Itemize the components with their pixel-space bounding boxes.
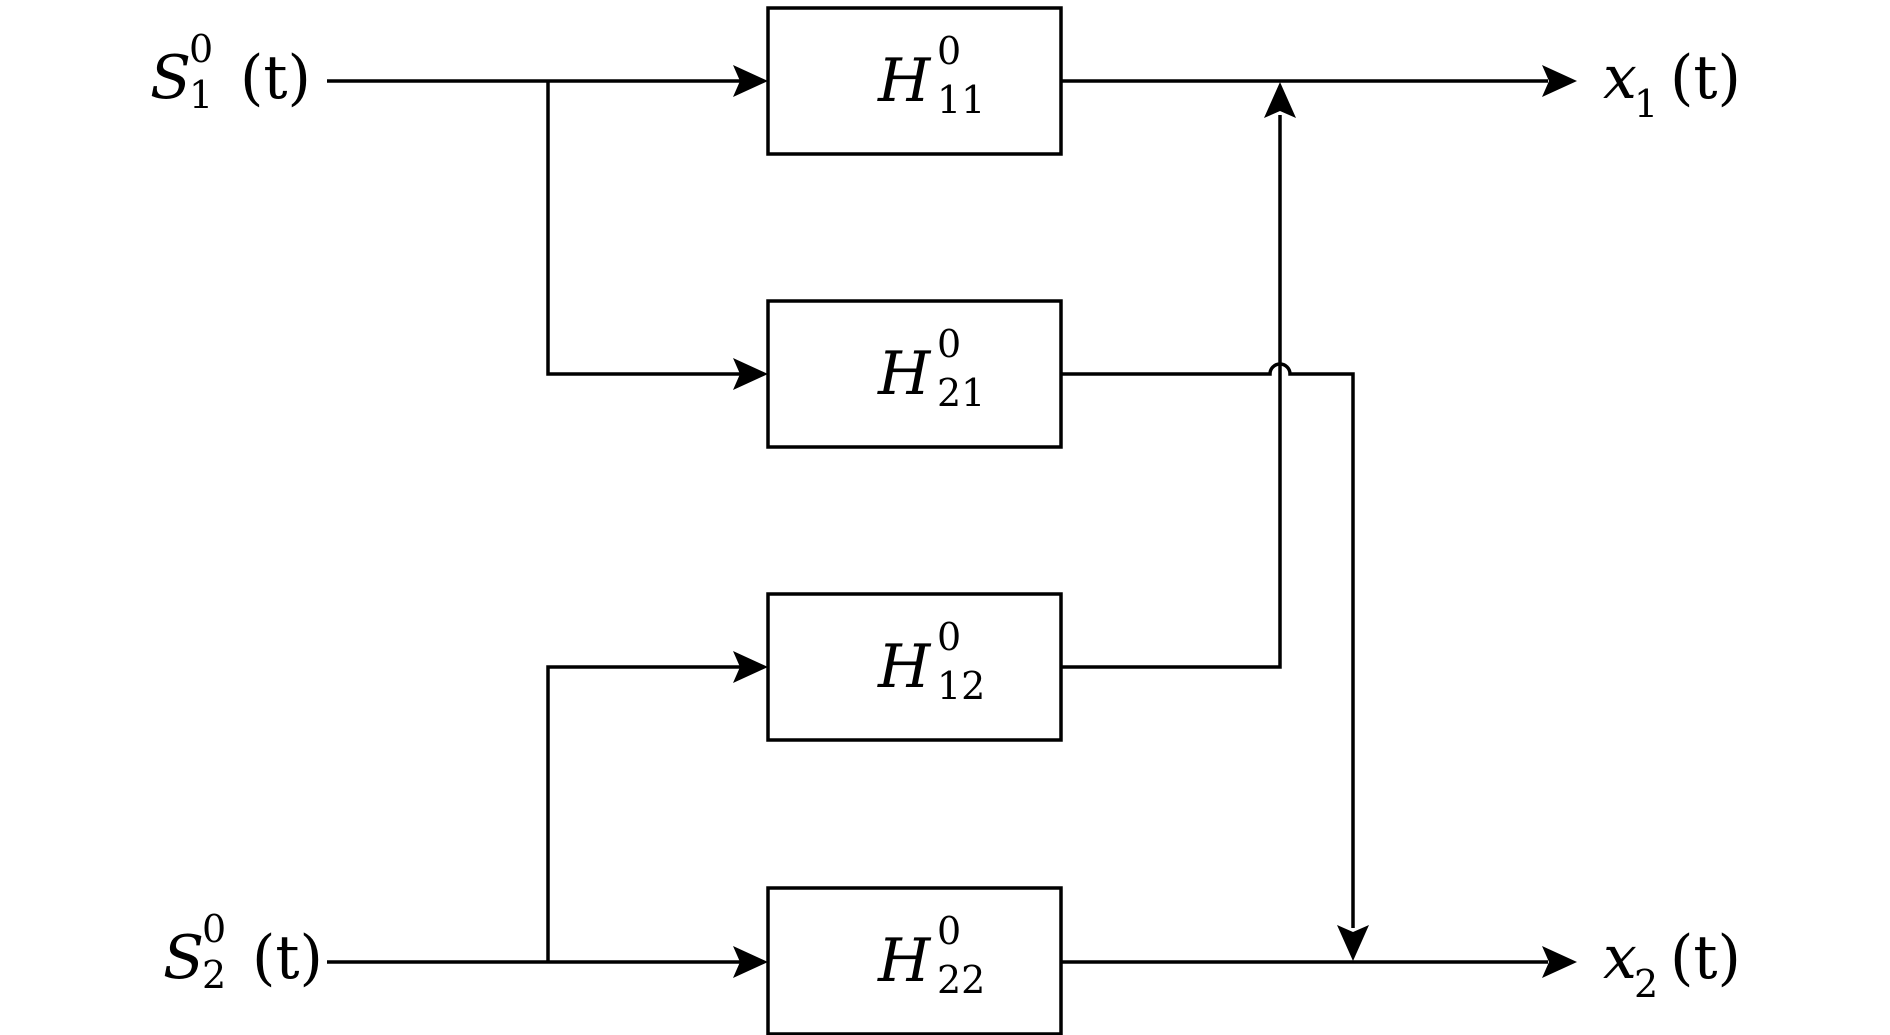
x2-subscript: 2 [1634,962,1658,1006]
x1-argument: (t) [1670,43,1741,113]
h11-subscript: 11 [937,78,985,122]
h21-superscript: 0 [937,322,961,366]
h12-subscript: 12 [937,664,985,708]
h11-symbol: H [877,46,932,116]
arrow-into-h22 [733,946,768,978]
arrow-out-x2 [1542,946,1577,978]
h22-symbol: H [877,926,932,996]
h22-superscript: 0 [937,909,961,953]
wire-s2-to-h12 [546,665,740,962]
s2-subscript: 2 [202,953,226,997]
h11-superscript: 0 [937,29,961,73]
arrow-down-junction-x2 [1337,925,1369,961]
arrow-into-h12 [733,651,768,683]
block-h11-frame [766,6,1063,156]
block-h21-frame [766,299,1063,449]
x1-subscript: 1 [1634,82,1658,126]
wire-h12-to-x1 [1061,115,1282,669]
x1-symbol: x [1603,43,1637,113]
block-h12: H 0 12 [766,592,1063,742]
s2-symbol: S [163,923,204,993]
s2-argument: (t) [252,923,323,993]
arrow-out-x1 [1542,65,1577,97]
s1-subscript: 1 [189,73,213,117]
h22-subscript: 22 [937,958,985,1002]
h12-superscript: 0 [937,615,961,659]
x2-argument: (t) [1670,923,1741,993]
block-h12-frame [766,592,1063,742]
input-label-s1: S 0 1 (t) [150,27,311,117]
arrow-into-h11 [733,65,768,97]
arrow-up-junction-x1 [1264,82,1296,118]
s1-argument: (t) [240,43,311,113]
block-h22-frame [766,886,1063,1035]
input-label-s2: S 0 2 (t) [163,907,323,997]
block-h21: H 0 21 [766,299,1063,449]
x2-symbol: x [1603,923,1637,993]
h12-symbol: H [877,632,932,702]
output-label-x1: x 1 (t) [1603,43,1741,126]
h21-symbol: H [877,339,932,409]
output-label-x2: x 2 (t) [1603,923,1741,1006]
wire-s1-to-h21 [546,81,740,376]
arrow-into-h21 [733,358,768,390]
s2-superscript: 0 [202,907,226,951]
block-h22: H 0 22 [766,886,1063,1035]
s1-superscript: 0 [189,27,213,71]
s1-symbol: S [150,43,191,113]
wire-h21-to-x2 [1061,362,1355,928]
h21-subscript: 21 [937,371,985,415]
block-h11: H 0 11 [766,6,1063,156]
